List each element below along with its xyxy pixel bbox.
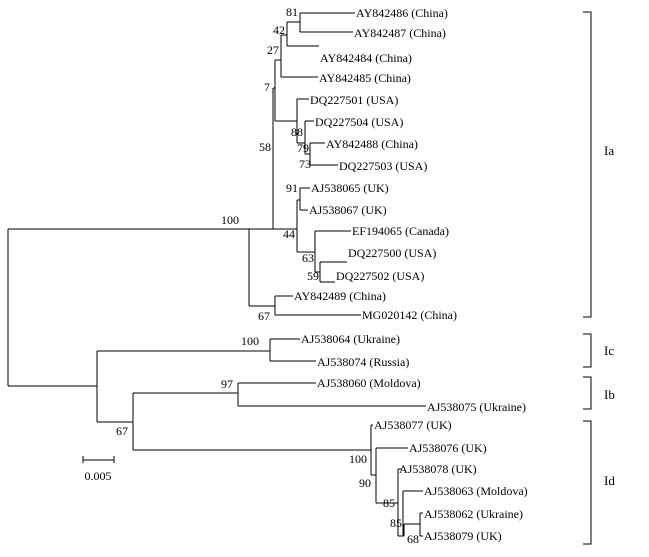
- taxon-label: AJ538060 (Moldova): [317, 376, 421, 390]
- clade-brackets: Ia Ic Ib Id: [583, 11, 615, 545]
- taxon-label: AJ538075 (Ukraine): [427, 400, 526, 414]
- taxon-label: AY842487 (China): [354, 26, 446, 40]
- tree-branches: [7, 12, 426, 537]
- taxon-label: DQ227504 (USA): [315, 115, 403, 129]
- bootstrap-value: 27: [267, 43, 279, 57]
- taxon-label: AJ538079 (UK): [424, 529, 502, 543]
- taxon-label: AJ538063 (Moldova): [424, 484, 528, 498]
- clade-bracket-id: [583, 420, 592, 545]
- clade-label-ic: Ic: [604, 343, 614, 358]
- clade-bracket-ib: [583, 376, 592, 410]
- taxon-label: DQ227502 (USA): [336, 269, 424, 283]
- taxon-label: AJ538064 (Ukraine): [301, 332, 400, 346]
- scale-bar: 0.005: [82, 456, 115, 483]
- bootstrap-value: 67: [116, 424, 128, 438]
- bootstrap-value: 63: [302, 251, 314, 265]
- taxon-label: DQ227500 (USA): [348, 246, 436, 260]
- bootstrap-value: 81: [286, 5, 298, 19]
- bootstrap-value: 100: [349, 452, 367, 466]
- bootstrap-value: 97: [221, 377, 233, 391]
- bootstrap-value: 42: [273, 23, 285, 37]
- bootstrap-value: 58: [259, 140, 271, 154]
- bootstrap-value: 85: [390, 516, 402, 530]
- bootstrap-value: 44: [283, 227, 295, 241]
- scale-bar-label: 0.005: [85, 469, 112, 483]
- taxon-label: AJ538062 (Ukraine): [424, 507, 523, 521]
- bootstrap-value: 91: [286, 181, 298, 195]
- taxon-label: DQ227503 (USA): [339, 159, 427, 173]
- taxon-label: AJ538077 (UK): [374, 418, 452, 432]
- bootstrap-value: 7: [264, 80, 270, 94]
- taxon-label: AJ538074 (Russia): [317, 355, 409, 369]
- taxon-label: AJ538076 (UK): [409, 441, 487, 455]
- bootstrap-value: 59: [307, 269, 319, 283]
- bootstrap-values: 81 42 27 7 58 100 88 79 73 91 44 63 59 6…: [116, 5, 419, 546]
- taxon-label: AJ538078 (UK): [399, 462, 477, 476]
- taxon-label: DQ227501 (USA): [310, 93, 398, 107]
- bootstrap-value: 90: [359, 476, 371, 490]
- taxon-label: AJ538065 (UK): [311, 181, 389, 195]
- taxon-label: AY842485 (China): [319, 71, 411, 85]
- clade-bracket-ia: [583, 11, 592, 318]
- taxon-labels: AY842486 (China) AY842487 (China) AY8424…: [294, 6, 528, 543]
- taxon-label: AY842484 (China): [320, 51, 412, 65]
- taxon-label: AJ538067 (UK): [309, 203, 387, 217]
- taxon-label: MG020142 (China): [362, 308, 457, 322]
- clade-label-ib: Ib: [604, 387, 615, 402]
- taxon-label: AY842486 (China): [356, 6, 448, 20]
- bootstrap-value: 79: [297, 141, 309, 155]
- clade-label-ia: Ia: [604, 143, 614, 158]
- bootstrap-value: 88: [291, 125, 303, 139]
- bootstrap-value: 100: [221, 213, 239, 227]
- taxon-label: EF194065 (Canada): [352, 224, 449, 238]
- bootstrap-value: 85: [383, 496, 395, 510]
- clade-label-id: Id: [604, 473, 615, 488]
- bootstrap-value: 68: [407, 532, 419, 546]
- clade-bracket-ic: [583, 333, 592, 368]
- bootstrap-value: 100: [241, 334, 259, 348]
- bootstrap-value: 67: [258, 309, 270, 323]
- bootstrap-value: 73: [299, 157, 311, 171]
- taxon-label: AY842489 (China): [294, 289, 386, 303]
- taxon-label: AY842488 (China): [326, 137, 418, 151]
